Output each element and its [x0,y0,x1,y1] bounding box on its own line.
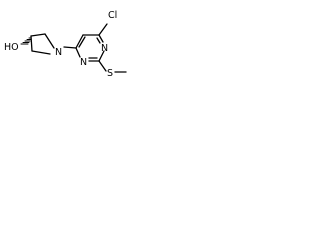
bond-c6-cl [98,23,108,36]
atom-label-n-ring-lower: N [80,57,87,68]
atom-label-s: S [107,68,113,79]
bond-c4-c5-double [78,36,86,48]
bond-ch2-bottom-n [31,50,51,55]
bond-c2-s [98,60,107,72]
atom-label-n-ring-upper: N [101,43,108,54]
pyrrolidine-ring [30,33,55,55]
bond-choh-ch2-bottom [30,35,33,52]
bond-ch2-top-choh [30,33,46,37]
bond-n3-c4 [75,47,81,58]
structure-drawing: Cl N N N S HO [4,10,127,79]
pyrimidine-ring [75,34,105,62]
bond-n-ch2-top [44,33,55,49]
atom-label-n-pyrrolidine: N [55,47,62,58]
hashed-wedge-bond [20,37,32,45]
bond-c4-c5 [75,34,84,49]
atom-label-cl: Cl [108,10,117,21]
bond-n-pyrimidine [63,46,77,49]
atom-label-ho: HO [4,42,19,53]
molecule-diagram: Cl N N N S HO [0,0,142,83]
bond-n1-c2 [98,50,105,62]
bond-c6-n1-double [96,37,101,44]
bond-c6-n1 [98,34,104,43]
